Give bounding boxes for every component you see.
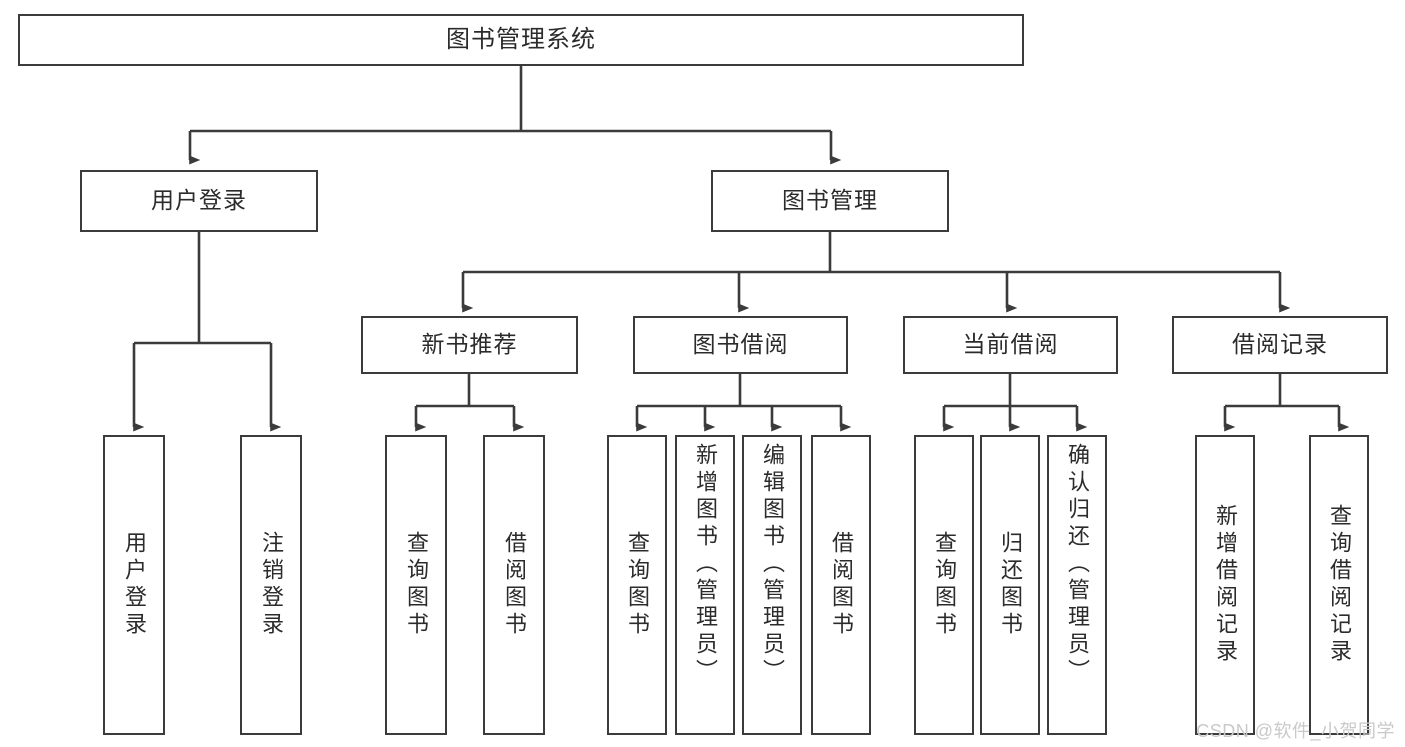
node-borrow-record[interactable]: 借阅记录 (1172, 316, 1388, 374)
leaf-borrow-book-2[interactable]: 借阅图书 (811, 435, 871, 735)
leaf-add-book-label: 新增图书（管理员） (693, 443, 718, 686)
leaf-query-record-label: 查询借阅记录 (1327, 504, 1352, 666)
node-root[interactable]: 图书管理系统 (18, 14, 1024, 66)
node-new-book-rec[interactable]: 新书推荐 (361, 316, 578, 374)
leaf-query-book-2-label: 查询图书 (625, 531, 650, 639)
watermark: CSDN @软件_小贺同学 (1196, 721, 1395, 741)
leaf-add-book[interactable]: 新增图书（管理员） (675, 435, 735, 735)
leaf-return-book-label: 归还图书 (998, 531, 1023, 639)
leaf-confirm-return-label: 确认归还（管理员） (1065, 443, 1090, 686)
leaf-borrow-book-1[interactable]: 借阅图书 (483, 435, 545, 735)
node-new-book-rec-label: 新书推荐 (421, 331, 518, 358)
leaf-borrow-book-1-label: 借阅图书 (502, 531, 527, 639)
leaf-query-record[interactable]: 查询借阅记录 (1309, 435, 1369, 735)
node-book-borrow-label: 图书借阅 (692, 331, 789, 358)
leaf-edit-book[interactable]: 编辑图书（管理员） (742, 435, 802, 735)
leaf-confirm-return[interactable]: 确认归还（管理员） (1047, 435, 1107, 735)
leaf-query-book-1[interactable]: 查询图书 (385, 435, 447, 735)
node-current-borrow-label: 当前借阅 (962, 331, 1059, 358)
node-user-login-label: 用户登录 (151, 187, 247, 214)
node-user-login[interactable]: 用户登录 (80, 170, 318, 232)
leaf-return-book[interactable]: 归还图书 (980, 435, 1040, 735)
leaf-add-record[interactable]: 新增借阅记录 (1195, 435, 1255, 735)
node-root-label: 图书管理系统 (446, 25, 596, 53)
leaf-add-record-label: 新增借阅记录 (1213, 504, 1238, 666)
leaf-query-book-3[interactable]: 查询图书 (914, 435, 974, 735)
leaf-query-book-2[interactable]: 查询图书 (607, 435, 667, 735)
leaf-query-book-3-label: 查询图书 (932, 531, 957, 639)
leaf-logout[interactable]: 注销登录 (240, 435, 302, 735)
leaf-user-login[interactable]: 用户登录 (103, 435, 165, 735)
node-book-mgmt-label: 图书管理 (782, 187, 878, 214)
leaf-logout-label: 注销登录 (259, 531, 284, 639)
leaf-borrow-book-2-label: 借阅图书 (829, 531, 854, 639)
node-book-borrow[interactable]: 图书借阅 (633, 316, 848, 374)
leaf-edit-book-label: 编辑图书（管理员） (760, 443, 785, 686)
leaf-user-login-label: 用户登录 (122, 531, 147, 639)
node-borrow-record-label: 借阅记录 (1232, 331, 1328, 358)
node-book-mgmt[interactable]: 图书管理 (711, 170, 949, 232)
leaf-query-book-1-label: 查询图书 (404, 531, 429, 639)
node-current-borrow[interactable]: 当前借阅 (903, 316, 1118, 374)
